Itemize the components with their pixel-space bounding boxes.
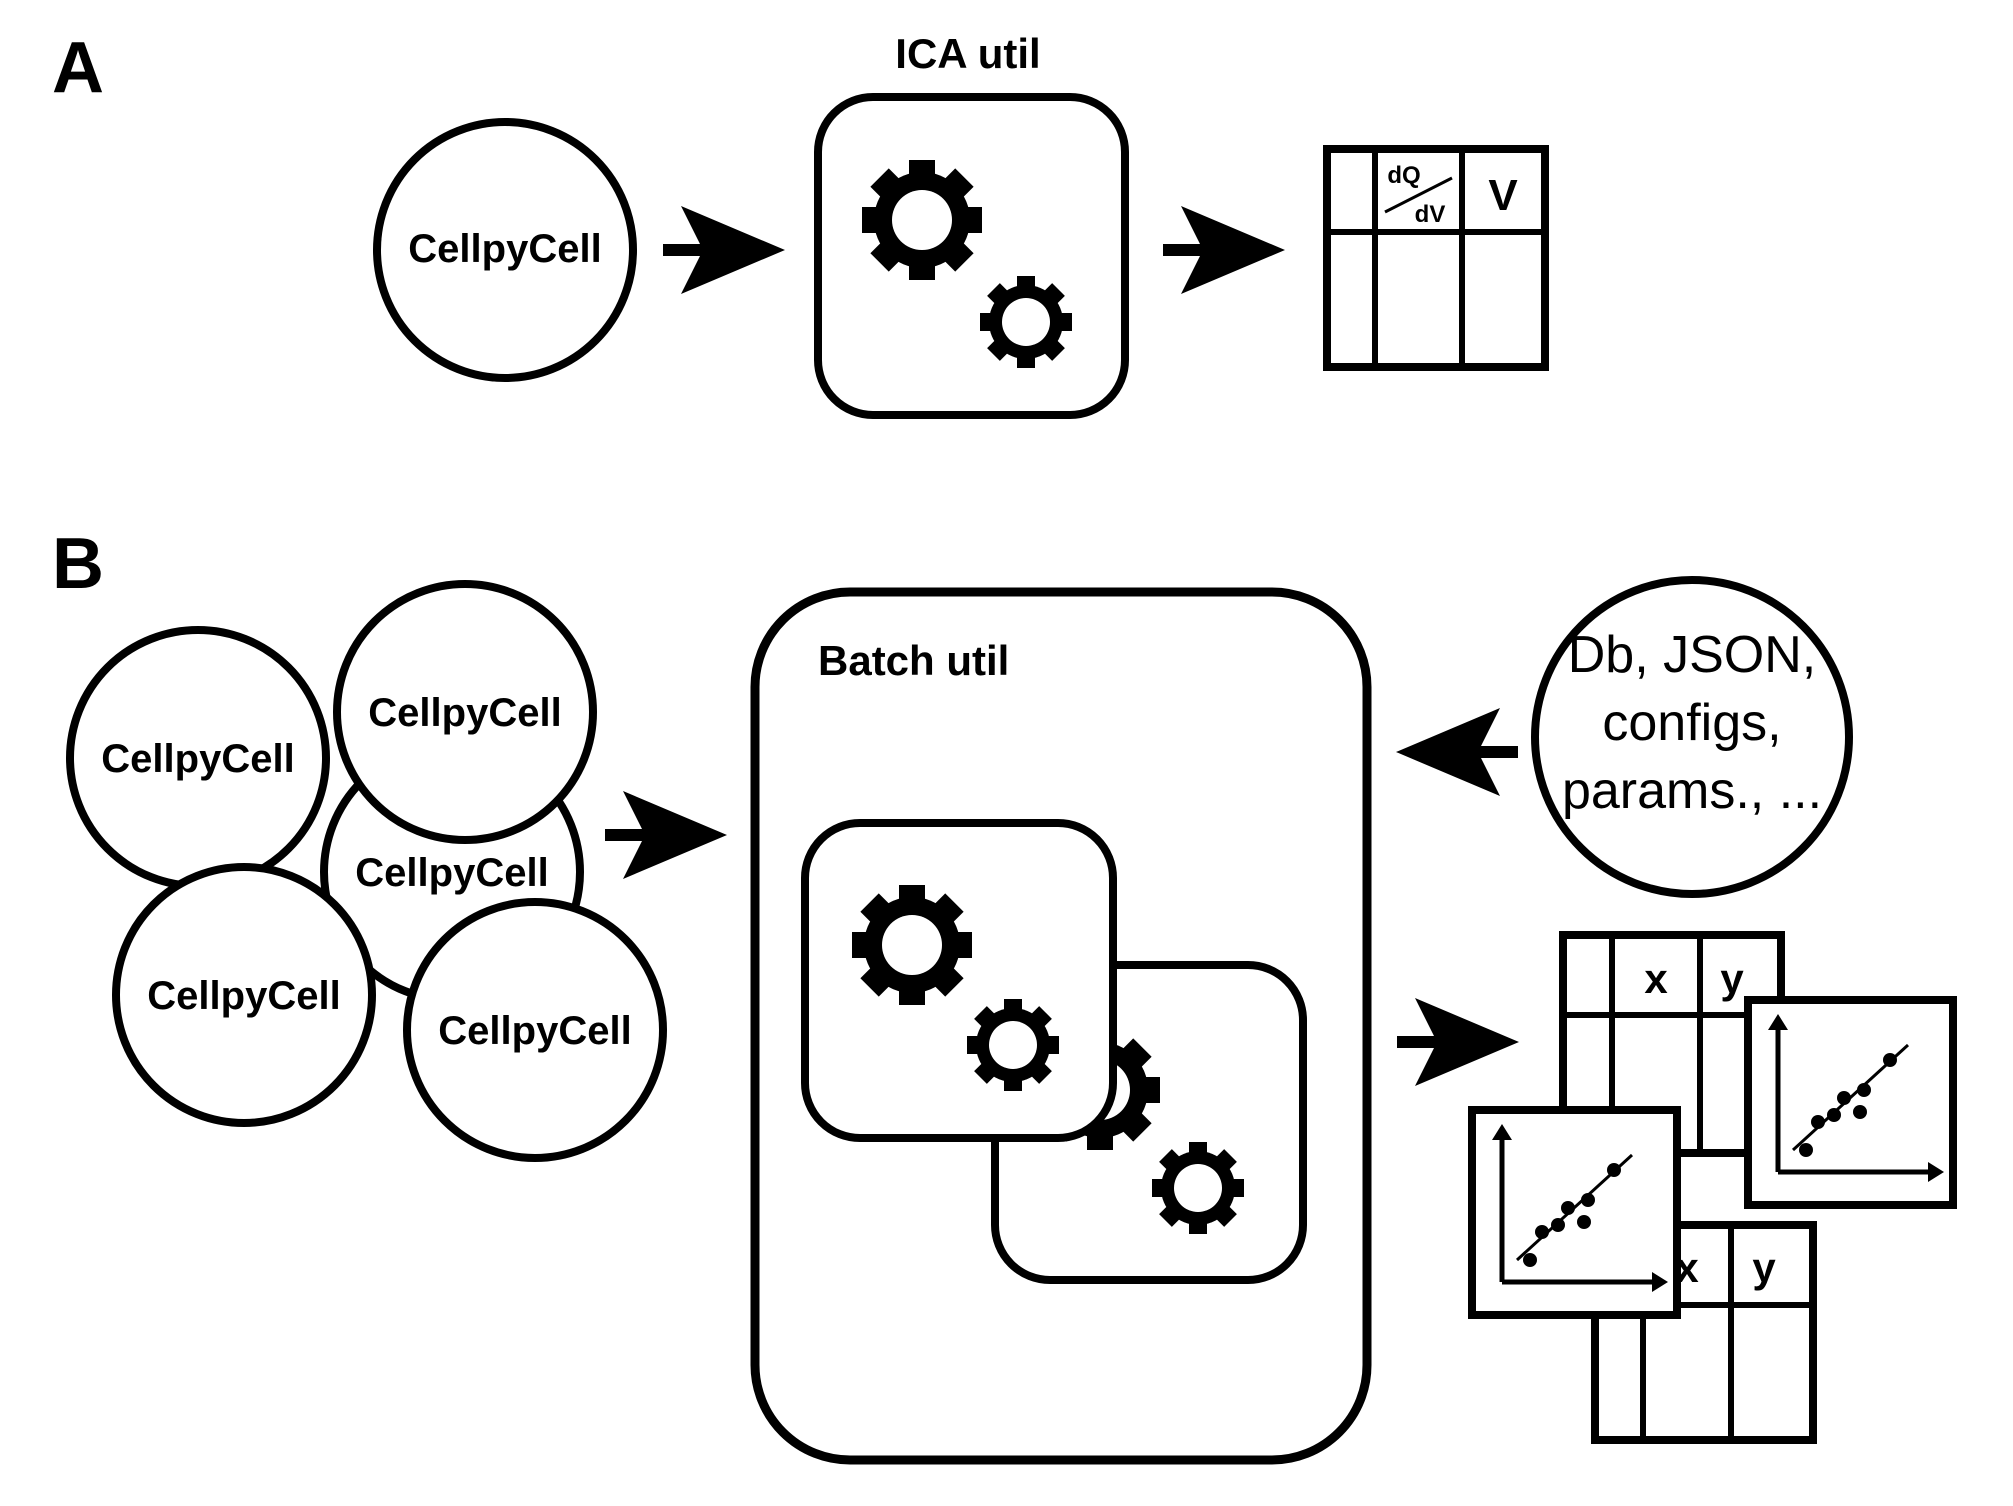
arrow-icon <box>663 206 785 294</box>
dv-label: dV <box>1415 201 1446 228</box>
ica-util-title: ICA util <box>895 30 1040 77</box>
cell-2-label: CellpyCell <box>368 691 561 735</box>
panel-label-a: A <box>52 28 104 108</box>
cell-4: CellpyCell <box>112 863 376 1127</box>
cell-1: CellpyCell <box>66 626 330 890</box>
panel-a: CellpyCell ICA util dQ dV V <box>373 30 1549 419</box>
v-label: V <box>1488 171 1518 220</box>
cell-2: CellpyCell <box>333 580 597 844</box>
panel-label-b: B <box>52 524 104 604</box>
gear-icon <box>852 885 972 1005</box>
dq-label: dQ <box>1387 162 1420 189</box>
ica-input-cell: CellpyCell <box>373 118 637 382</box>
gear-icon <box>862 160 982 280</box>
inputs-line-2: configs, <box>1602 694 1781 752</box>
cell-1-label: CellpyCell <box>101 737 294 781</box>
gear-icon <box>980 276 1072 368</box>
ica-util-box <box>814 93 1129 419</box>
table-1-col-y: y <box>1720 955 1744 1002</box>
arrow-icon <box>605 791 727 879</box>
gear-icon <box>967 999 1059 1091</box>
cell-3-label: CellpyCell <box>355 851 548 895</box>
arrow-left-icon <box>1396 708 1518 796</box>
batch-util-box: Batch util <box>750 587 1372 1465</box>
ica-input-cell-label: CellpyCell <box>408 227 601 271</box>
inputs-circle: Db, JSON, configs, params., ... <box>1531 576 1853 898</box>
cell-5-label: CellpyCell <box>438 1009 631 1053</box>
dqdv-table: dQ dV V <box>1323 145 1549 371</box>
table-2-col-y: y <box>1752 1244 1776 1291</box>
inputs-line-1: Db, JSON, <box>1568 626 1817 684</box>
panel-b: CellpyCell CellpyCell CellpyCell CellpyC… <box>66 576 1953 1465</box>
table-1-col-x: x <box>1644 955 1668 1002</box>
outputs-stack: x y x y <box>1472 931 1953 1444</box>
cell-5: CellpyCell <box>403 898 667 1162</box>
scatter-plot-icon <box>1472 1110 1677 1315</box>
batch-util-title: Batch util <box>818 637 1009 684</box>
arrow-icon <box>1163 206 1285 294</box>
cell-4-label: CellpyCell <box>147 974 340 1018</box>
scatter-plot-icon <box>1748 1000 1953 1205</box>
gear-icon <box>1152 1142 1244 1234</box>
cell-cluster: CellpyCell CellpyCell CellpyCell CellpyC… <box>66 580 667 1162</box>
arrow-icon <box>1397 998 1519 1086</box>
process-box-front <box>801 819 1117 1142</box>
inputs-line-3: params., ... <box>1562 762 1822 820</box>
